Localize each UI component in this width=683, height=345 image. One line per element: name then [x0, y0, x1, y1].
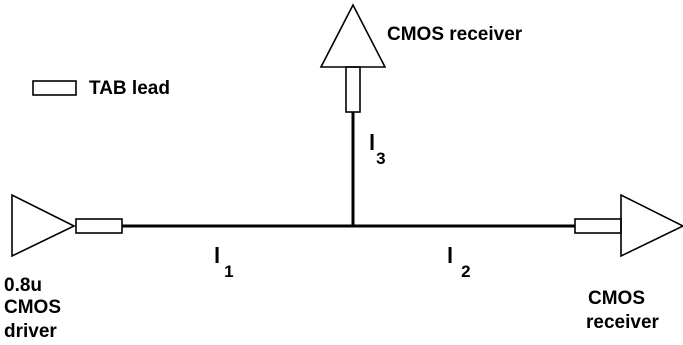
segment-label-l2: l2	[447, 243, 471, 281]
driver-triangle	[11, 193, 76, 258]
driver-label-line1: 0.8u	[4, 275, 42, 296]
driver-label-line3: driver	[4, 321, 57, 342]
tab-lead-legend-label: TAB lead	[89, 78, 170, 99]
right-receiver-label-line1: CMOS	[588, 288, 645, 309]
right-receiver-triangle	[620, 193, 683, 258]
driver-tab-lead	[75, 218, 123, 234]
segment-label-l3: l3	[369, 130, 386, 168]
right-receiver-tab-lead	[574, 218, 622, 234]
top-receiver-label: CMOS receiver	[387, 24, 523, 45]
segment-label-l1: l1	[214, 243, 234, 281]
top-receiver-tab-lead	[345, 66, 361, 113]
right-receiver-label-line2: receiver	[586, 312, 660, 333]
driver-label-line2: CMOS	[4, 297, 61, 318]
tab-lead-legend-icon	[32, 80, 77, 96]
top-receiver-triangle	[319, 3, 387, 68]
